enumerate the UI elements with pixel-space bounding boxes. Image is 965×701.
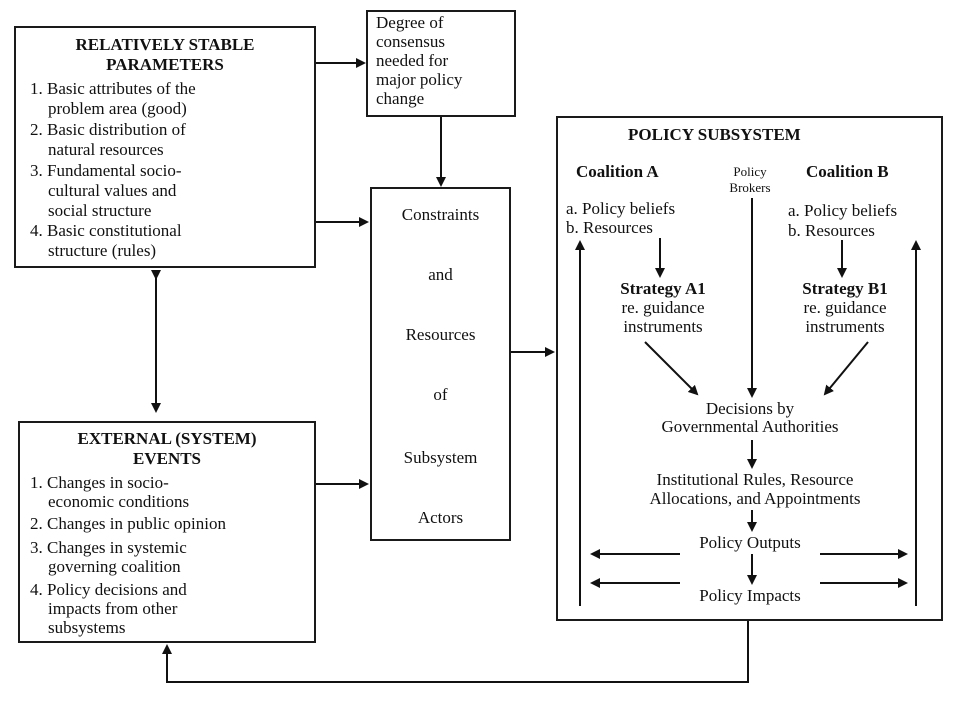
external-item-3-line2: governing coalition bbox=[48, 557, 181, 576]
policy-subsystem-box bbox=[556, 116, 943, 621]
external-events-box bbox=[18, 421, 316, 643]
strategy-b1-line2: re. guidance bbox=[803, 298, 887, 317]
constraints-word-3: Resources bbox=[405, 325, 476, 344]
constraints-box bbox=[370, 187, 511, 541]
strategy-a1-line3: instruments bbox=[623, 317, 703, 336]
external-item-1-line2: economic conditions bbox=[48, 492, 190, 511]
arrow-strategy-a-to-decisions bbox=[644, 341, 699, 396]
external-item-1-line1: 1. Changes in socio- bbox=[30, 473, 169, 492]
stable-item-1-line2: problem area (good) bbox=[48, 99, 187, 118]
consensus-line2: consensus bbox=[376, 32, 445, 51]
arrow-feedback-to-external bbox=[162, 621, 749, 683]
consensus-line4: major policy bbox=[376, 70, 463, 89]
subsystem-title: POLICY SUBSYSTEM bbox=[628, 125, 801, 144]
stable-item-2-line2: natural resources bbox=[48, 140, 164, 159]
rules-line2: Allocations, and Appointments bbox=[649, 489, 861, 508]
coalition-b-name: Coalition B bbox=[806, 162, 889, 181]
consensus-line3: needed for bbox=[376, 51, 449, 70]
external-item-2-line1: 2. Changes in public opinion bbox=[30, 514, 226, 533]
external-item-3-line1: 3. Changes in systemic bbox=[30, 538, 187, 557]
stable-item-2-line1: 2. Basic distribution of bbox=[30, 120, 186, 139]
stable-title-line2: PARAMETERS bbox=[106, 55, 224, 74]
decisions-line1: Decisions by bbox=[705, 399, 795, 418]
decisions-line2: Governmental Authorities bbox=[661, 417, 839, 436]
coalition-b-beliefs: a. Policy beliefs bbox=[788, 201, 898, 220]
coalition-a-name: Coalition A bbox=[576, 162, 659, 181]
constraints-word-6: Actors bbox=[417, 508, 464, 527]
coalition-b-resources: b. Resources bbox=[788, 221, 875, 240]
stable-parameters-box bbox=[14, 26, 316, 268]
stable-item-1-line1: 1. Basic attributes of the bbox=[30, 79, 196, 98]
consensus-box bbox=[366, 10, 516, 117]
external-title-line1: EXTERNAL (SYSTEM) bbox=[77, 429, 257, 448]
consensus-line5: change bbox=[376, 89, 425, 108]
policy-impacts: Policy Impacts bbox=[699, 586, 801, 605]
external-item-4-line3: subsystems bbox=[48, 618, 126, 637]
stable-item-4-line1: 4. Basic constitutional bbox=[30, 221, 182, 240]
constraints-word-5: Subsystem bbox=[403, 448, 478, 467]
constraints-word-2: and bbox=[428, 265, 453, 284]
rules-line1: Institutional Rules, Resource bbox=[656, 470, 854, 489]
external-item-4-line1: 4. Policy decisions and bbox=[30, 580, 187, 599]
external-item-4-line2: impacts from other bbox=[48, 599, 178, 618]
policy-outputs: Policy Outputs bbox=[699, 533, 801, 552]
policy-brokers-line1: Policy bbox=[733, 164, 767, 179]
coalition-a-beliefs: a. Policy beliefs bbox=[566, 199, 676, 218]
external-title-line2: EVENTS bbox=[132, 449, 202, 468]
coalition-a-resources: b. Resources bbox=[566, 218, 653, 237]
strategy-a1-line1: Strategy A1 bbox=[620, 279, 706, 298]
constraints-word-1: Constraints bbox=[401, 205, 480, 224]
strategy-a1-line2: re. guidance bbox=[621, 298, 705, 317]
consensus-line1: Degree of bbox=[376, 13, 444, 32]
stable-item-3-line2: cultural values and bbox=[48, 181, 177, 200]
strategy-b1-line3: instruments bbox=[805, 317, 885, 336]
arrow-strategy-b-to-decisions bbox=[823, 341, 869, 396]
policy-brokers-line2: Brokers bbox=[729, 180, 771, 195]
stable-item-3-line3: social structure bbox=[48, 201, 152, 220]
constraints-word-4: of bbox=[433, 385, 448, 404]
strategy-b1-line1: Strategy B1 bbox=[802, 279, 888, 298]
stable-item-3-line1: 3. Fundamental socio- bbox=[30, 161, 182, 180]
stable-title-line1: RELATIVELY STABLE bbox=[75, 35, 255, 54]
stable-item-4-line2: structure (rules) bbox=[48, 241, 157, 260]
